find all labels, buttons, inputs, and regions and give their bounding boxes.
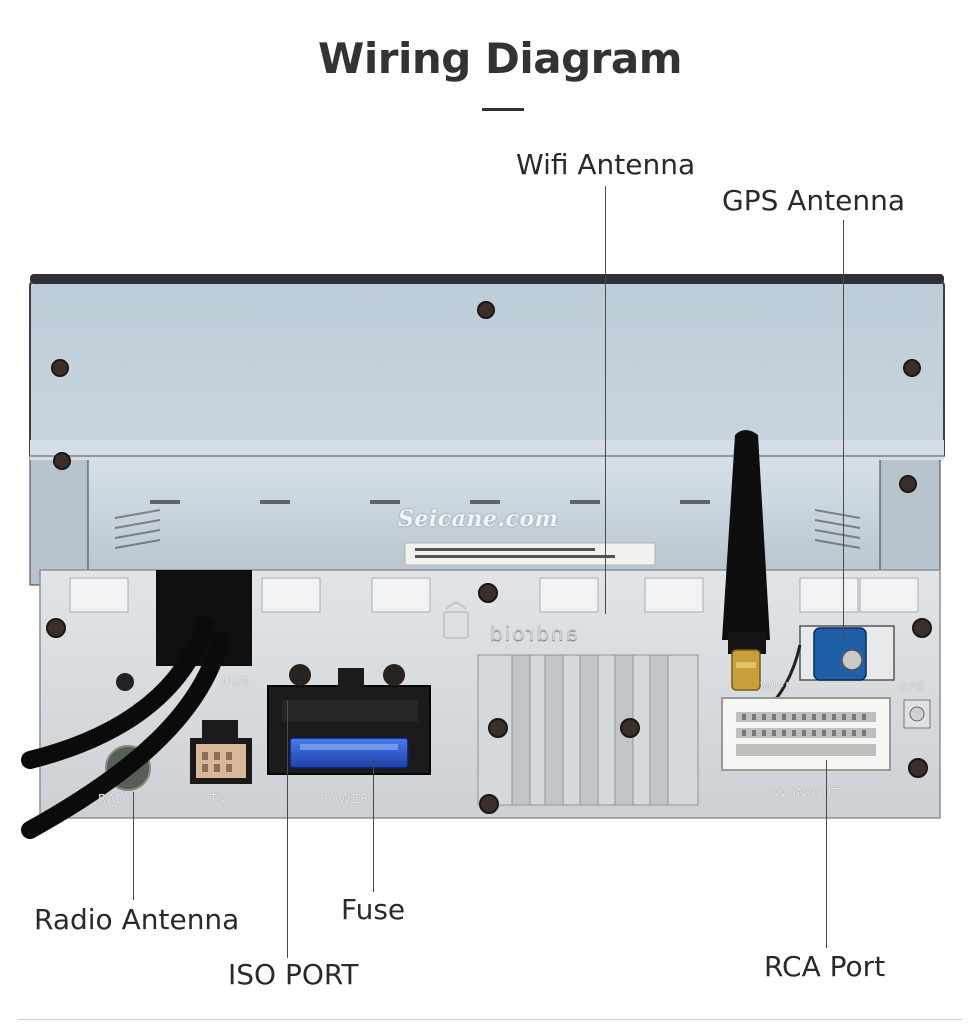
gps-plug [759, 625, 895, 718]
iso-power-connector [267, 664, 431, 775]
title-underline [482, 108, 524, 111]
port-label-radio: RADIO [98, 792, 142, 806]
callout-rca-port: RCA Port [764, 950, 886, 983]
callout-gps-antenna: GPS Antenna [722, 184, 906, 217]
rca-port-block [721, 697, 931, 771]
leader-wifi-antenna [605, 186, 606, 614]
leader-fuse [373, 760, 374, 892]
page-title: Wiring Diagram [318, 34, 682, 83]
android-brand-text: android [488, 621, 578, 645]
screws [46, 301, 932, 814]
wifi-antenna-body [722, 430, 770, 691]
heatsink [477, 654, 699, 806]
port-label-av-in-out: AV IN/OUT [770, 786, 841, 800]
callout-fuse: Fuse [341, 893, 406, 926]
callout-iso-port: ISO PORT [228, 958, 359, 991]
watermark: Seicane.com [398, 506, 559, 532]
callout-radio-antenna: Radio Antenna [34, 903, 240, 936]
port-label-power: POWER [320, 792, 370, 806]
leader-gps-antenna [843, 220, 844, 640]
leader-rca-port [826, 760, 827, 948]
bottom-divider [18, 1019, 962, 1020]
tv-connector [190, 720, 252, 784]
port-label-tv: TV [210, 792, 228, 806]
serial-sticker [404, 542, 656, 566]
callout-wifi-antenna: Wifi Antenna [516, 148, 696, 181]
usb-cables [21, 616, 229, 839]
port-label-gps: GPS [898, 680, 926, 694]
leader-radio-antenna [133, 792, 134, 900]
port-label-wifi: WIFI [760, 680, 790, 694]
leader-iso-port [287, 700, 288, 958]
port-label-usb: USB [222, 675, 250, 689]
